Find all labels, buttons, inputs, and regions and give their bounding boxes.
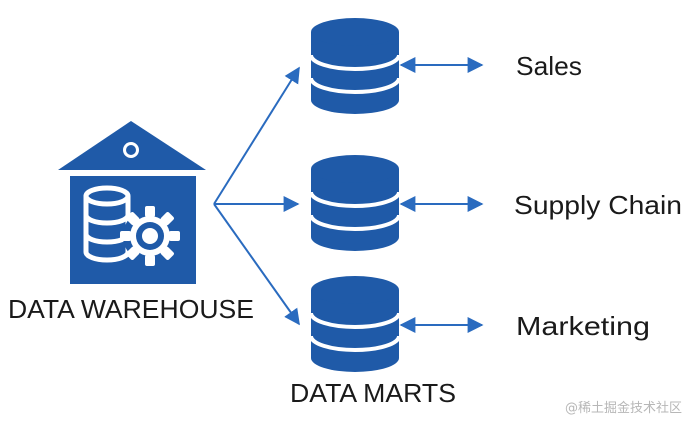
watermark: @稀土掘金技术社区 (565, 400, 682, 416)
marts-label: DATA MARTS (290, 378, 456, 408)
gear-icon (120, 206, 180, 266)
data-mart-supply-chain-icon (309, 155, 401, 251)
warehouse-icon (58, 121, 206, 284)
warehouse-to-marts-arrows (213, 66, 300, 326)
department-label-supply-chain: Supply Chain (514, 190, 682, 220)
mart-to-department-arrows (399, 57, 484, 333)
department-label-sales: Sales (516, 51, 582, 81)
department-label-marketing: Marketing (516, 311, 650, 341)
warehouse-label: DATA WAREHOUSE (8, 294, 254, 324)
data-mart-sales-icon (309, 18, 401, 114)
data-mart-marketing-icon (309, 276, 401, 372)
